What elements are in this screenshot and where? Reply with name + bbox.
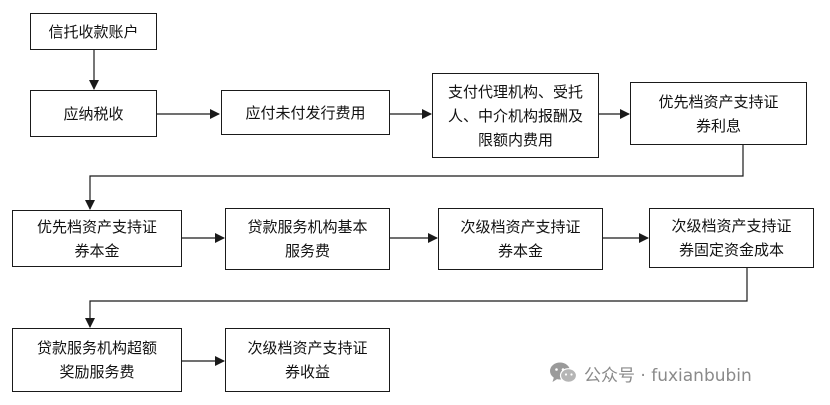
servicer-excess-fee-box: 贷款服务机构超额 奖励服务费 — [12, 328, 182, 392]
servicer-excess-fee-line2: 奖励服务费 — [59, 363, 135, 381]
senior-principal-box: 优先档资产支持证 券本金 — [12, 210, 182, 267]
servicer-base-fee-box: 贷款服务机构基本 服务费 — [225, 208, 390, 270]
arrow-fixed-cost-to-excess-fee — [85, 268, 748, 328]
subordinated-principal-line2: 券本金 — [497, 242, 543, 260]
watermark: 公众号 · fuxianbubin — [549, 358, 752, 388]
taxes-label: 应纳税收 — [63, 104, 124, 123]
agency-fees-line2: 人、中介机构报酬及 — [447, 106, 583, 125]
subordinated-principal-line1: 次级档资产支持证 — [460, 218, 581, 236]
servicer-base-fee-line2: 服务费 — [284, 242, 330, 260]
watermark-text: 公众号 · fuxianbubin — [584, 365, 752, 386]
subordinated-fixed-cost-box: 次级档资产支持证 券固定资金成本 — [649, 208, 814, 268]
taxes-box: 应纳税收 — [30, 90, 157, 137]
subordinated-fixed-cost-line1: 次级档资产支持证 — [671, 217, 792, 235]
subordinated-income-box: 次级档资产支持证 券收益 — [225, 328, 390, 392]
senior-interest-line1: 优先档资产支持证 — [658, 92, 779, 111]
servicer-excess-fee-line1: 贷款服务机构超额 — [36, 339, 157, 357]
wechat-icon — [550, 362, 577, 383]
trust-account-label: 信托收款账户 — [48, 22, 139, 41]
unpaid-fees-label: 应付未付发行费用 — [245, 103, 366, 122]
agency-fees-line1: 支付代理机构、受托 — [447, 82, 583, 101]
senior-principal-line1: 优先档资产支持证 — [36, 217, 157, 236]
unpaid-fees-box: 应付未付发行费用 — [221, 90, 390, 135]
arrow-senior-interest-to-senior-principal — [85, 145, 744, 210]
subordinated-income-line2: 券收益 — [284, 363, 330, 381]
subordinated-fixed-cost-line2: 券固定资金成本 — [678, 241, 784, 259]
subordinated-income-line1: 次级档资产支持证 — [247, 339, 368, 357]
agency-fees-line3: 限额内费用 — [477, 130, 553, 149]
senior-interest-line2: 券利息 — [695, 116, 741, 135]
senior-principal-line2: 券本金 — [74, 241, 120, 260]
agency-fees-box: 支付代理机构、受托 人、中介机构报酬及 限额内费用 — [432, 73, 599, 158]
senior-interest-box: 优先档资产支持证 券利息 — [630, 82, 807, 145]
subordinated-principal-box: 次级档资产支持证 券本金 — [438, 208, 603, 270]
trust-account-box: 信托收款账户 — [30, 13, 157, 50]
servicer-base-fee-line1: 贷款服务机构基本 — [247, 218, 368, 236]
